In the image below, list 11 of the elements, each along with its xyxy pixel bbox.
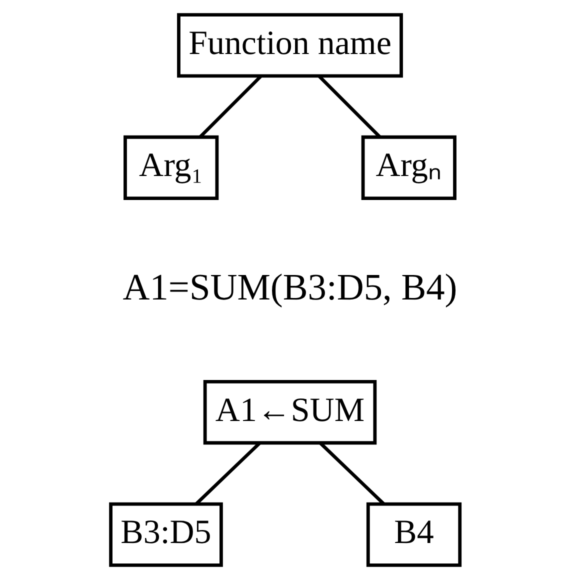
node-box: B3:D5 (109, 502, 223, 567)
connector (319, 442, 385, 506)
node-box: Function name (177, 13, 403, 78)
node-box: B4 (366, 502, 462, 567)
connector (195, 442, 261, 506)
connector (318, 75, 382, 138)
node-box: Arg₁ (124, 135, 219, 200)
node-box: A1←SUM (203, 380, 377, 445)
connector (198, 75, 262, 138)
label: A1=SUM(B3:D5, B4) (122, 268, 458, 309)
node-box: Argₙ (361, 135, 456, 200)
